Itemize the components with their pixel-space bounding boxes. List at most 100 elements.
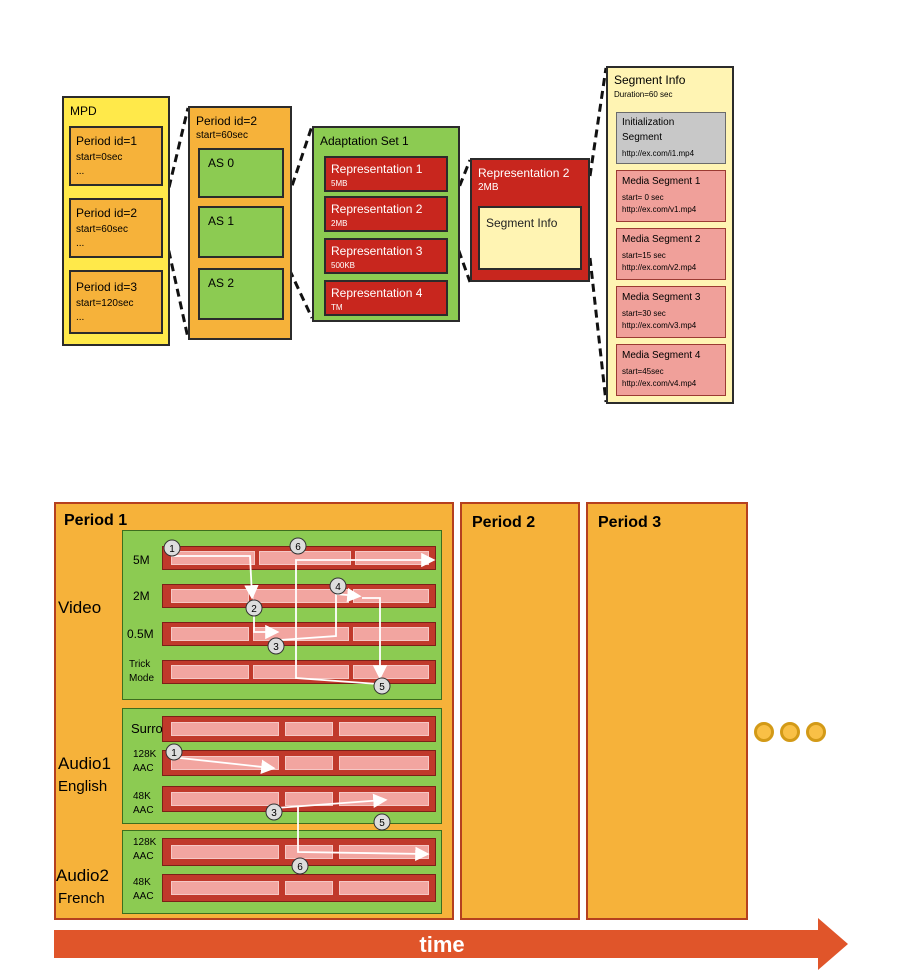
dot-icon [806, 722, 826, 742]
mpd-period-1: Period id=1 start=0sec ... [69, 126, 163, 186]
continuation-dots [754, 722, 854, 746]
init-url: http://ex.com/i1.mp4 [622, 149, 695, 158]
segment-info-box: Segment Info [478, 206, 582, 270]
period-title: Period 2 [472, 514, 536, 531]
step-marker: 5 [373, 677, 391, 695]
rep-size: 500KB [331, 261, 356, 270]
rep-size: 5MB [331, 179, 348, 188]
track-label: AAC [133, 851, 154, 862]
period-more: ... [76, 238, 85, 249]
marker-text: 6 [295, 542, 301, 553]
init-label-2: Segment [622, 132, 663, 143]
track-label: 48K [133, 791, 151, 802]
as-label: AS 2 [208, 276, 235, 290]
segment-info-detail: Segment Info Duration=60 sec Initializat… [606, 66, 734, 404]
rep-size: 2MB [331, 219, 348, 228]
period-detail-box: Period id=2 start=60sec AS 0 AS 1 AS 2 [188, 106, 292, 340]
track-label: 5M [133, 553, 150, 567]
segment-info-duration: Duration=60 sec [614, 90, 673, 99]
period-label: Period id=1 [76, 134, 138, 148]
media-segment-2: Media Segment 2 start=15 sec http://ex.c… [616, 228, 726, 280]
rep-detail-size: 2MB [478, 182, 499, 193]
step-marker: 6 [289, 537, 307, 555]
marker-text: 4 [335, 582, 341, 593]
step-marker: 2 [245, 599, 263, 617]
timeline-period-3: Period 3 [586, 502, 748, 920]
track-label: AAC [133, 805, 154, 816]
adaptation-set-0: AS 0 [198, 148, 284, 198]
audio2-48k-track [162, 874, 436, 902]
step-marker: 3 [267, 637, 285, 655]
video-2m-track [162, 584, 436, 608]
step-marker: 1 [163, 539, 181, 557]
timeline-period-2: Period 2 [460, 502, 580, 920]
track-label: Trick [129, 659, 151, 670]
time-label: time [419, 932, 464, 957]
rep-size: TM [331, 303, 343, 312]
representation-4: Representation 4 TM [324, 280, 448, 316]
mpd-period-3: Period id=3 start=120sec ... [69, 270, 163, 334]
media-start: start=45sec [622, 367, 664, 376]
track-label: 128K [133, 837, 157, 848]
media-label: Media Segment 2 [622, 234, 701, 245]
media-label: Media Segment 4 [622, 350, 701, 361]
marker-text: 5 [379, 682, 385, 693]
representation-detail: Representation 2 2MB Segment Info [470, 158, 590, 282]
step-marker: 5 [373, 813, 391, 831]
period-start: start=0sec [76, 152, 123, 163]
marker-text: 3 [273, 642, 279, 653]
media-label: Media Segment 3 [622, 292, 701, 303]
marker-text: 5 [379, 818, 385, 829]
period-label: Period id=3 [76, 280, 138, 294]
audio2-128k-track [162, 838, 436, 866]
rep-detail-title: Representation 2 [478, 166, 570, 180]
period-more: ... [76, 166, 85, 177]
adaptation-set-title: Adaptation Set 1 [320, 134, 409, 148]
dot-icon [754, 722, 774, 742]
segment-info-label: Segment Info [486, 216, 558, 230]
track-label: AAC [133, 763, 154, 774]
track-label: 2M [133, 589, 150, 603]
audio1-surround-track [162, 716, 436, 742]
media-label: Media Segment 1 [622, 176, 701, 187]
media-segment-1: Media Segment 1 start= 0 sec http://ex.c… [616, 170, 726, 222]
as-label: AS 0 [208, 156, 235, 170]
period-detail-start: start=60sec [196, 130, 248, 141]
period-title: Period 3 [598, 514, 662, 531]
rep-label: Representation 4 [331, 286, 423, 300]
mpd-title: MPD [70, 104, 97, 118]
adaptation-set-1: AS 1 [198, 206, 284, 258]
media-segment-4: Media Segment 4 start=45sec http://ex.co… [616, 344, 726, 396]
media-url: http://ex.com/v2.mp4 [622, 263, 697, 272]
period-label: Period id=2 [76, 206, 138, 220]
track-label: 128K [133, 749, 157, 760]
marker-text: 1 [169, 544, 175, 555]
media-url: http://ex.com/v3.mp4 [622, 321, 697, 330]
period-title: Period 1 [64, 512, 128, 529]
audio1-language: English [58, 778, 108, 795]
rep-label: Representation 2 [331, 202, 423, 216]
period-detail-title: Period id=2 [196, 114, 258, 128]
adaptation-set-detail: Adaptation Set 1 Representation 1 5MB Re… [312, 126, 460, 322]
media-start: start=30 sec [622, 309, 666, 318]
audio2-group-label: Audio2 [56, 866, 109, 885]
step-marker: 4 [329, 577, 347, 595]
step-marker: 6 [291, 857, 309, 875]
audio2-language: French [58, 890, 105, 907]
period-start: start=120sec [76, 298, 134, 309]
media-url: http://ex.com/v1.mp4 [622, 205, 697, 214]
media-segment-3: Media Segment 3 start=30 sec http://ex.c… [616, 286, 726, 338]
video-05m-track [162, 622, 436, 646]
track-label: AAC [133, 891, 154, 902]
audio1-group-label: Audio1 [58, 754, 111, 773]
mpd-box: MPD Period id=1 start=0sec ... Period id… [62, 96, 170, 346]
mpd-period-2: Period id=2 start=60sec ... [69, 198, 163, 258]
media-url: http://ex.com/v4.mp4 [622, 379, 697, 388]
period-more: ... [76, 312, 85, 323]
representation-2: Representation 2 2MB [324, 196, 448, 232]
track-label: 48K [133, 877, 151, 888]
segment-info-title: Segment Info [614, 73, 686, 87]
track-label: 0.5M [127, 627, 154, 641]
